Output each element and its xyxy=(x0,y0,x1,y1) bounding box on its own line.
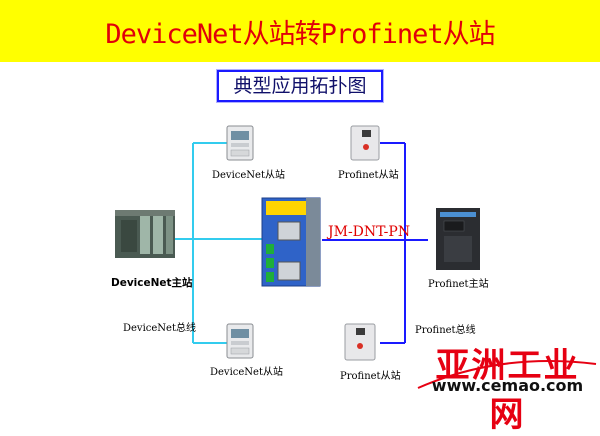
devicenet-master-plc xyxy=(115,210,175,258)
watermark-swoosh xyxy=(417,360,597,389)
profinet-master-drive xyxy=(436,208,480,270)
devicenet-master-label: DeviceNet主站 xyxy=(111,277,193,289)
profinet-slave-drive-bottom xyxy=(344,323,376,361)
topology-diagram xyxy=(115,125,597,389)
diagram-subtitle: 典型应用拓扑图 xyxy=(217,70,383,102)
devicenet-bus-lines xyxy=(160,142,262,344)
page-title: DeviceNet从站转Profinet从站 xyxy=(105,19,495,50)
profinet-slave-label-top: Profinet从站 xyxy=(338,170,399,181)
profinet-bus-label: Profinet总线 xyxy=(415,325,476,336)
devicenet-slave-meter-top xyxy=(226,125,254,161)
gateway-device xyxy=(261,197,321,287)
watermark-url: www.cemao.com xyxy=(431,376,584,395)
profinet-bus-lines xyxy=(322,142,428,344)
devicenet-slave-meter-bottom xyxy=(226,323,254,359)
devicenet-bus-label: DeviceNet总线 xyxy=(123,323,196,334)
title-banner xyxy=(0,0,600,62)
profinet-master-label: Profinet主站 xyxy=(428,279,489,290)
profinet-slave-label-bottom: Profinet从站 xyxy=(340,371,401,382)
profinet-slave-drive-top xyxy=(350,125,380,161)
devicenet-slave-label-top: DeviceNet从站 xyxy=(212,170,285,181)
gateway-model-label: JM-DNT-PN xyxy=(328,224,411,240)
devicenet-slave-label-bottom: DeviceNet从站 xyxy=(210,367,283,378)
